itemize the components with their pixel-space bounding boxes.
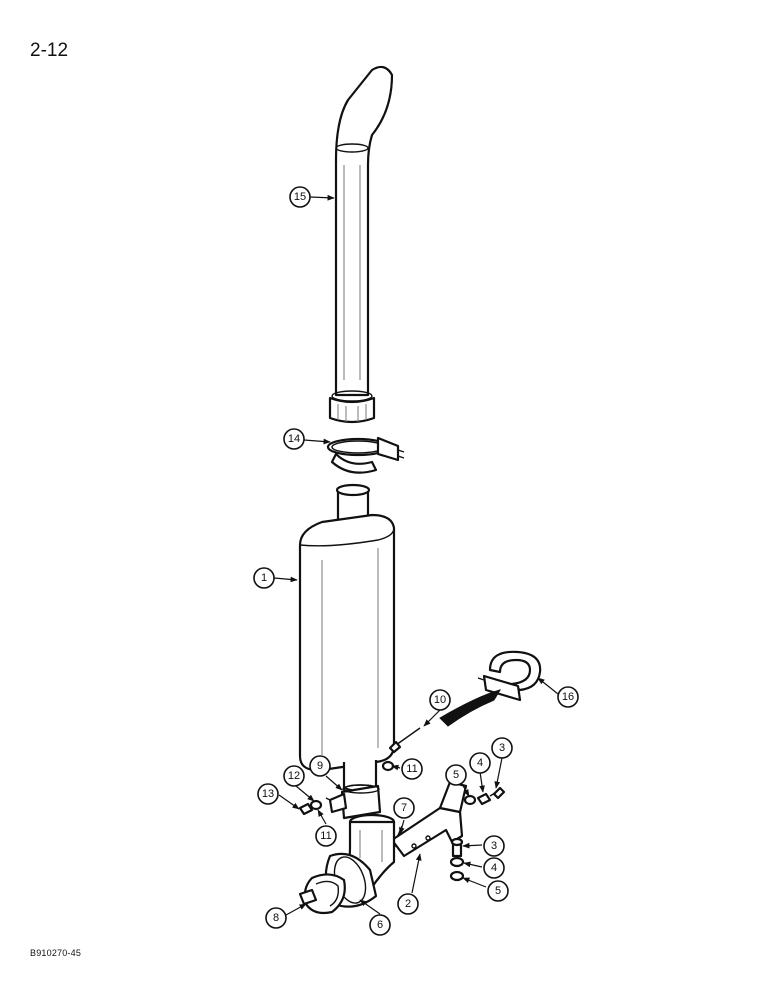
svg-text:3: 3 [491,840,497,852]
callout-3-upper: 3 [491,737,513,759]
upper-clamp [326,436,405,474]
svg-text:5: 5 [495,885,501,897]
svg-text:1: 1 [261,572,267,584]
svg-text:11: 11 [320,830,331,842]
callout-12: 12 [283,765,305,787]
callout-8: 8 [265,907,287,929]
callout-16: 16 [557,686,579,708]
svg-text:15: 15 [294,191,306,203]
svg-text:4: 4 [491,862,497,874]
callout-5-upper: 5 [445,764,467,786]
svg-text:3: 3 [499,742,505,754]
callout-10: 10 [429,689,451,711]
svg-text:10: 10 [434,694,446,706]
bolt-3-lower [450,837,464,858]
svg-text:5: 5 [453,769,459,781]
svg-text:6: 6 [377,919,383,931]
callout-9: 9 [309,755,331,777]
callout-11-lower: 11 [315,825,337,847]
nut-4-lower [449,856,465,868]
band-clamp [298,873,346,915]
nut-4-upper [476,792,492,806]
bolt-10 [388,727,421,754]
washer-5-upper [463,794,477,806]
svg-text:13: 13 [262,788,274,800]
callout-6: 6 [369,914,391,936]
callout-2: 2 [397,893,419,915]
callout-11-upper: 11 [401,758,423,780]
svg-text:11: 11 [406,763,417,775]
svg-text:4: 4 [477,757,483,769]
callout-3-lower: 3 [483,835,505,857]
nut-13 [298,802,314,816]
figure-code: B910270-45 [30,948,82,958]
bolt-3-upper [489,786,506,800]
exhaust-stack [328,65,394,424]
muffler [298,483,396,794]
washer-5-lower [449,870,465,882]
washer-12 [309,799,323,811]
callout-group: 15 14 1 16 10 11 9 12 13 11 5 4 3 7 3 4 … [253,186,579,936]
svg-text:8: 8 [273,912,279,924]
callout-4-lower: 4 [483,857,505,879]
u-bolt-clamp-detail [439,650,542,727]
svg-text:7: 7 [401,802,407,814]
lower-clamp [325,784,382,820]
callout-13: 13 [257,783,279,805]
svg-text:16: 16 [562,691,574,703]
svg-text:12: 12 [288,770,300,782]
callout-1: 1 [253,567,275,589]
callout-4-upper: 4 [469,752,491,774]
page-number: 2-12 [30,40,69,61]
washer-11-upper [381,760,395,772]
callout-5-lower: 5 [487,880,509,902]
svg-text:2: 2 [405,898,411,910]
callout-14: 14 [283,428,305,450]
svg-text:14: 14 [288,433,300,445]
svg-text:9: 9 [317,760,323,772]
callout-7: 7 [393,797,415,819]
callout-15: 15 [289,186,311,208]
leader-lines [273,194,559,916]
exhaust-elbow [324,813,396,908]
